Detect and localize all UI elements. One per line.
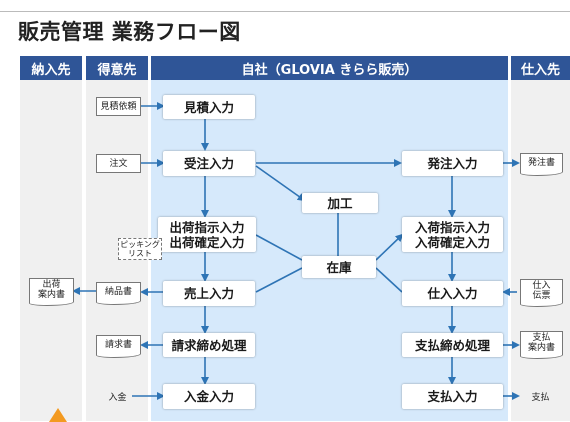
warning-triangle-icon — [49, 408, 67, 422]
process-purchase-order: 発注入力 — [402, 151, 503, 176]
process-payment-in: 入金入力 — [163, 384, 255, 409]
line-stock-receive — [375, 233, 404, 261]
process-order-receive: 受注入力 — [163, 151, 255, 176]
label-payment: 支払 — [531, 392, 550, 403]
doc-delivery-note: 納品書 — [96, 282, 141, 305]
process-receive: 入荷指示入力 入荷確定入力 — [402, 217, 503, 252]
process-stock: 在庫 — [302, 256, 376, 278]
lane-header-supplier: 仕入先 — [511, 56, 570, 80]
doc-picking-list: ピッキング リスト — [118, 238, 162, 260]
process-processing: 加工 — [302, 193, 378, 213]
page-title: 販売管理 業務フロー図 — [18, 20, 241, 44]
line-ship-stock — [255, 234, 303, 261]
lane-header-company: 自社（GLOVIA きらら販売） — [151, 56, 508, 80]
arrow-order-process — [255, 165, 306, 202]
lane-header-delivery: 納入先 — [20, 56, 82, 80]
doc-po-sheet: 発注書 — [520, 153, 563, 176]
doc-shipping-notice: 出荷 案内書 — [29, 278, 74, 306]
line-stock-sales — [255, 267, 303, 293]
process-sales: 売上入力 — [163, 281, 255, 306]
process-pay: 支払入力 — [402, 384, 503, 409]
doc-payment-notice: 支払 案内書 — [520, 331, 563, 359]
process-ship: 出荷指示入力 出荷確定入力 — [158, 217, 256, 252]
process-estimate: 見積入力 — [163, 95, 255, 119]
process-pay-close: 支払締め処理 — [402, 333, 503, 357]
doc-estimate-request: 見積依頼 — [96, 97, 141, 116]
doc-order: 注文 — [96, 154, 141, 173]
lane-supplier — [511, 56, 570, 421]
doc-invoice: 請求書 — [96, 335, 141, 358]
process-purchase: 仕入入力 — [402, 281, 503, 306]
lane-delivery — [20, 56, 82, 421]
doc-purchase-slip: 仕入 伝票 — [520, 279, 563, 307]
line-stock-purchase — [375, 267, 403, 293]
lane-header-customer: 得意先 — [86, 56, 148, 80]
top-divider — [0, 11, 570, 12]
label-deposit: 入金 — [108, 392, 127, 403]
process-billing: 請求締め処理 — [163, 333, 255, 357]
